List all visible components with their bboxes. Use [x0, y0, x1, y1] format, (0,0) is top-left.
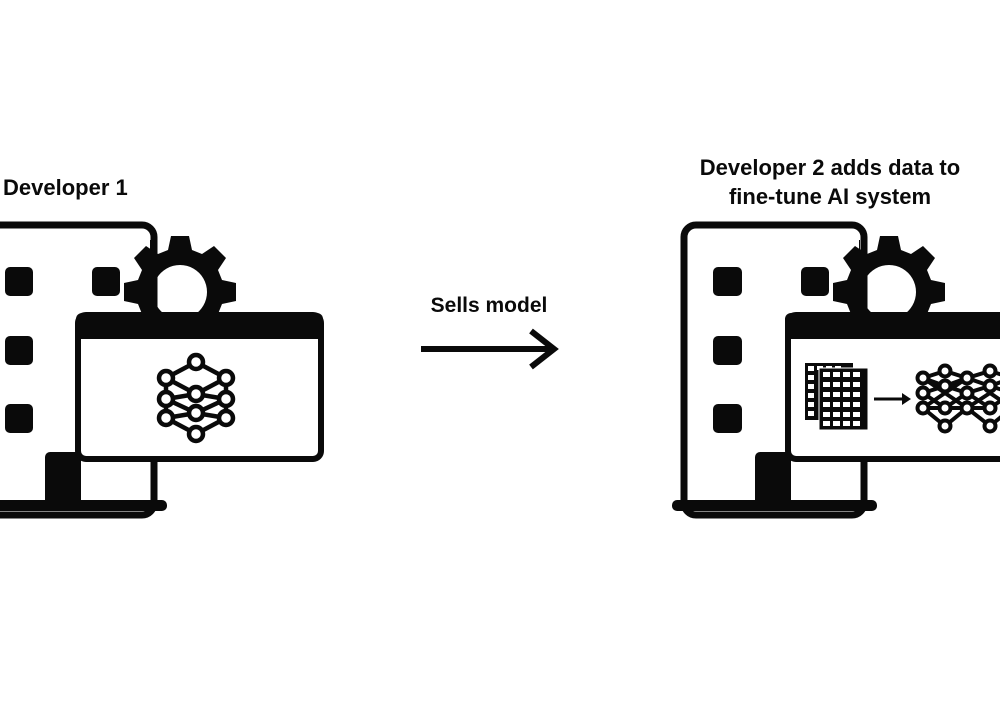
window-icon [5, 404, 33, 433]
building-base-icon [672, 500, 877, 511]
window-icon [5, 336, 33, 365]
developer-1-group [0, 221, 324, 519]
window-icon [713, 404, 742, 433]
door-icon [755, 452, 791, 506]
window-icon [801, 267, 829, 296]
neural-network-icon [156, 352, 236, 444]
developer-2-group [672, 221, 1000, 519]
door-icon [45, 452, 81, 506]
sells-model-label: Sells model [430, 294, 548, 317]
window-icon [92, 267, 120, 296]
window-icon [713, 336, 742, 365]
window-icon [5, 267, 33, 296]
window-icon [713, 267, 742, 296]
building-base-icon [0, 500, 167, 511]
arrow-right-icon [874, 393, 911, 405]
neural-network-icon [915, 363, 1000, 434]
developer-1-label: Developer 1 [3, 175, 128, 200]
developer-2-label: Developer 2 adds data to fine-tune AI sy… [699, 155, 961, 209]
data-grid-icon [805, 363, 869, 431]
arrow-right-icon [421, 328, 559, 370]
